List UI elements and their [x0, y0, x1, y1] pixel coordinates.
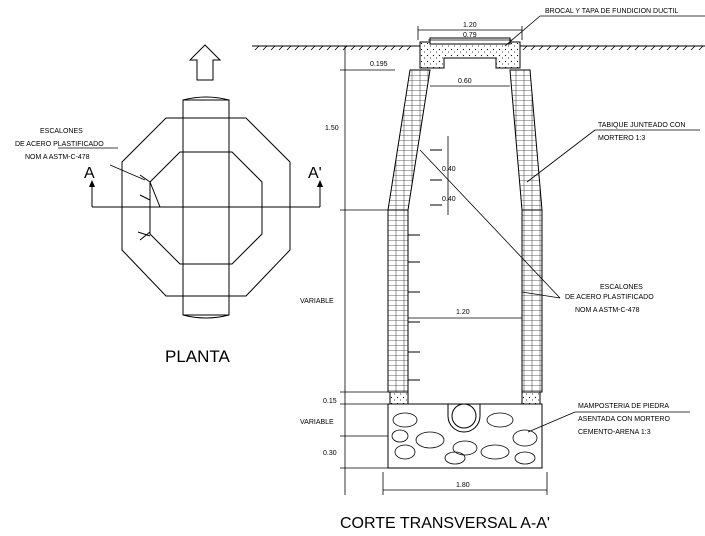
dim-top-outer: 1.20 — [463, 22, 477, 29]
north-arrow-icon — [188, 44, 222, 81]
note-steps-1: ESCALONES — [600, 284, 643, 291]
dim-top-inner: 0.79 — [463, 32, 477, 39]
note-brocal: BROCAL Y TAPA DE FUNDICION DUCTIL — [545, 8, 678, 15]
dim-cone-height: 1.50 — [325, 125, 339, 132]
plan-view: A A' ESCALONES DE ACERO PLASTIFICADO NOM… — [15, 44, 323, 366]
dim-neck: 0.60 — [458, 78, 472, 85]
note-masonry-2: ASENTADA CON MORTERO — [578, 416, 670, 423]
dim-variable-1: VARIABLE — [300, 298, 334, 305]
leader-lines — [419, 15, 705, 433]
dim-inner-width: 1.20 — [456, 309, 470, 316]
plan-steps-icon — [137, 174, 161, 241]
cone-wall-right — [509, 69, 543, 211]
slab-left — [389, 391, 409, 405]
step-rungs-icon — [408, 149, 442, 381]
dim-collar: 0.195 — [370, 61, 388, 68]
section-right-label: A' — [308, 165, 322, 182]
slab-right — [521, 391, 541, 405]
note-masonry-1: MAMPOSTERIA DE PIEDRA — [578, 403, 669, 410]
cone-wall-left — [387, 69, 431, 211]
note-steps-2: DE ACERO PLASTIFICADO — [565, 294, 654, 301]
dim-variable-2: VARIABLE — [300, 419, 334, 426]
plan-inner-wall — [149, 151, 263, 265]
dimension-lines — [340, 26, 548, 495]
note-wall-1: TABIQUE JUNTEADO CON — [598, 122, 685, 129]
pipe-section — [451, 403, 477, 429]
brocal — [419, 41, 521, 69]
plan-outer-wall — [121, 117, 291, 297]
ground-hatch — [254, 45, 704, 51]
wall-right — [521, 209, 543, 393]
note-masonry-3: CEMENTO-ARENA 1:3 — [578, 429, 651, 436]
manhole-cover — [429, 37, 511, 45]
stone-pattern — [391, 412, 538, 465]
dim-step-1: 0.40 — [442, 166, 456, 173]
note-steps-3: NOM A ASTM-C-478 — [575, 307, 640, 314]
dim-base: 0.30 — [323, 450, 337, 457]
section-left-label: A — [84, 165, 95, 182]
section-view: 1.20 0.79 0.195 0.60 1.50 0.40 0.40 VARI… — [252, 8, 705, 532]
plan-steps-label-2: DE ACERO PLASTIFICADO — [15, 141, 104, 148]
section-title: CORTE TRANSVERSAL A-A' — [340, 515, 550, 532]
plan-steps-label-1: ESCALONES — [40, 128, 83, 135]
dim-bottom: 1.80 — [456, 482, 470, 489]
wall-left — [387, 209, 409, 393]
note-wall-2: MORTERO 1:3 — [598, 135, 645, 142]
dim-step-2: 0.40 — [442, 196, 456, 203]
dim-slab: 0.15 — [323, 398, 337, 405]
plan-title: PLANTA — [165, 347, 231, 366]
plan-steps-label-3: NOM A ASTM-C-478 — [25, 154, 90, 161]
